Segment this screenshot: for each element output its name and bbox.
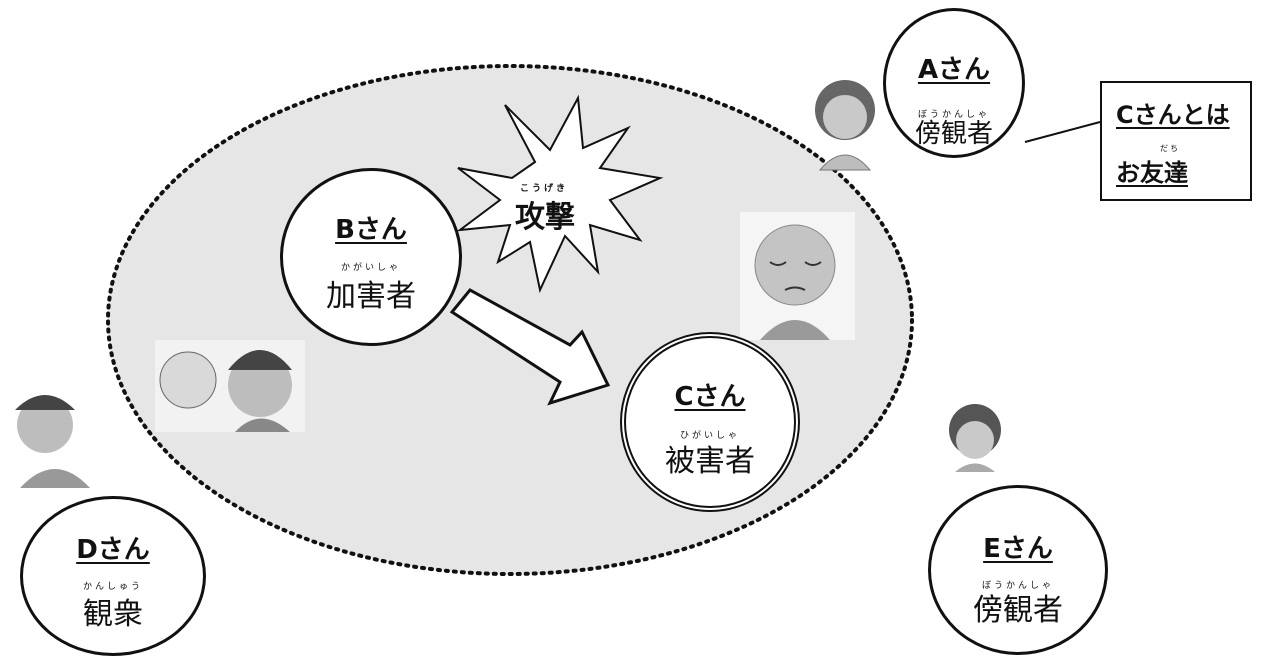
arrow-b-to-c — [449, 288, 611, 406]
person-b-icon — [155, 340, 305, 432]
circle-c-name: Cさん — [674, 382, 746, 412]
circle-a: Aさん ぼうかんしゃ 傍観者 — [883, 8, 1025, 158]
circle-d-ruby: かんしゅう — [82, 582, 143, 592]
circle-d-name: Dさん — [76, 535, 150, 565]
person-c-icon — [740, 212, 855, 340]
circle-a-name: Aさん — [917, 55, 991, 85]
circle-e-ruby: ぼうかんしゃ — [981, 581, 1054, 591]
circle-e: Eさん ぼうかんしゃ 傍観者 — [928, 485, 1108, 655]
circle-e-role: 傍観者 — [973, 593, 1063, 628]
friend-note-box: Cさんとは だち お友達 — [1100, 81, 1252, 201]
circle-e-name: Eさん — [983, 534, 1053, 564]
attack-burst — [456, 94, 664, 294]
circle-a-ruby: ぼうかんしゃ — [917, 110, 990, 120]
connector-line — [1024, 121, 1101, 143]
circle-b-role: 加害者 — [326, 279, 416, 314]
note-ruby: だち — [1160, 144, 1180, 153]
circle-d-role: 観衆 — [83, 597, 143, 632]
attack-label: 攻撃 — [515, 200, 575, 235]
note-line1: Cさんとは — [1116, 101, 1230, 129]
circle-c: Cさん ひがいしゃ 被害者 — [620, 332, 800, 512]
circle-b: Bさん かがいしゃ 加害者 — [280, 168, 462, 346]
circle-b-name: Bさん — [335, 215, 407, 245]
circle-d: Dさん かんしゅう 観衆 — [20, 496, 206, 656]
person-e-icon — [949, 404, 1001, 472]
person-d-icon — [15, 395, 90, 488]
circle-c-role: 被害者 — [665, 444, 755, 479]
circle-b-ruby: かがいしゃ — [340, 263, 401, 273]
person-a-icon — [815, 80, 875, 171]
note-line2: お友達 — [1116, 159, 1188, 187]
attack-ruby: こうげき — [520, 184, 569, 194]
circle-a-role: 傍観者 — [914, 119, 993, 149]
circle-c-ruby: ひがいしゃ — [679, 431, 740, 441]
